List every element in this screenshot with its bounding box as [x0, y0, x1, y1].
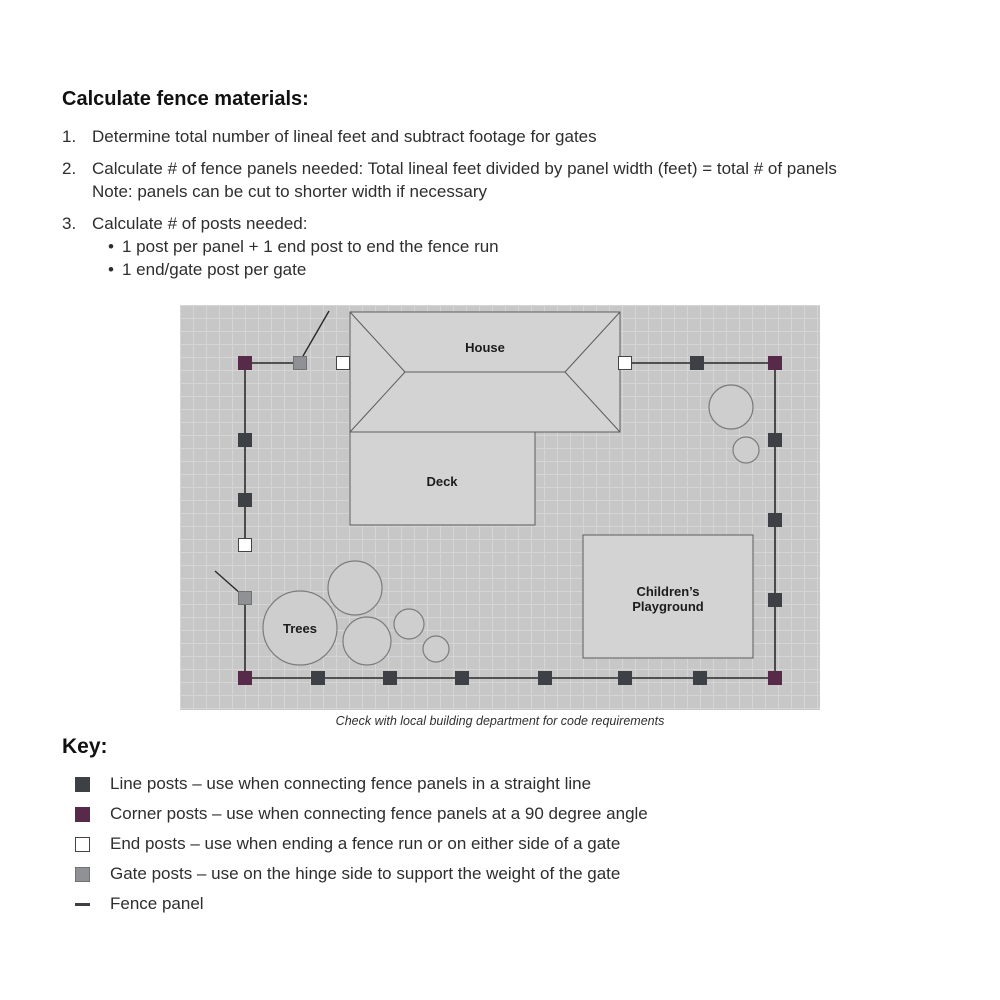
gate-swing-line — [302, 310, 330, 357]
step-number: 3. — [62, 214, 77, 233]
key-item: End posts – use when ending a fence run … — [62, 829, 950, 859]
tree-circle — [327, 560, 383, 616]
gate-post — [293, 356, 307, 370]
corner-post — [238, 356, 252, 370]
tree-circle — [708, 384, 754, 430]
gate-post — [238, 591, 252, 605]
line-post — [238, 493, 252, 507]
line-post — [768, 513, 782, 527]
steps-list: 1. Determine total number of lineal feet … — [62, 125, 950, 281]
key-item-label: Line posts – use when connecting fence p… — [110, 774, 592, 793]
end-post-swatch — [75, 836, 90, 852]
line-post — [618, 671, 632, 685]
step-number: 2. — [62, 159, 77, 178]
key-item-label: Gate posts – use on the hinge side to su… — [110, 864, 621, 883]
end-post — [618, 356, 632, 370]
step-text: Calculate # of posts needed: — [92, 214, 308, 233]
step-text: Calculate # of fence panels needed: Tota… — [92, 159, 837, 178]
playground-label-line1: Children’s — [636, 584, 699, 599]
line-post-swatch — [75, 776, 90, 792]
line-post — [693, 671, 707, 685]
deck-shape: Deck — [349, 431, 536, 526]
tree-circle — [732, 436, 760, 464]
step-item: 1. Determine total number of lineal feet … — [62, 125, 950, 148]
tree-circle — [393, 608, 425, 640]
line-post — [238, 433, 252, 447]
deck-label: Deck — [426, 474, 458, 489]
step-body: Calculate # of fence panels needed: Tota… — [92, 157, 950, 203]
line-post — [455, 671, 469, 685]
site-plan-diagram: House Deck Children’s Playground Trees — [180, 305, 820, 710]
bullet-item: 1 post per panel + 1 end post to end the… — [92, 235, 950, 258]
step-item: 3. Calculate # of posts needed: 1 post per… — [62, 212, 950, 281]
gate-swing-line — [214, 570, 242, 595]
panel-post-swatch — [75, 902, 90, 906]
step-item: 2. Calculate # of fence panels needed: To… — [62, 157, 950, 203]
line-post — [383, 671, 397, 685]
gate-post-swatch — [75, 866, 90, 882]
posts-layer — [238, 356, 782, 685]
key-title: Key: — [62, 735, 108, 758]
line-post — [538, 671, 552, 685]
corner-post-swatch — [75, 806, 90, 822]
tree-circle — [342, 616, 392, 666]
tree-circle — [422, 635, 450, 663]
step-body: Calculate # of posts needed: 1 post per p… — [92, 212, 950, 281]
corner-post — [768, 671, 782, 685]
key-item: Gate posts – use on the hinge side to su… — [62, 859, 950, 889]
corner-post — [238, 671, 252, 685]
line-post — [768, 433, 782, 447]
key-item-label: End posts – use when ending a fence run … — [110, 834, 621, 853]
step-note: Note: panels can be cut to shorter width… — [92, 182, 487, 201]
house-shape: House — [349, 311, 621, 433]
page-title: Calculate fence materials: — [62, 88, 309, 110]
trees-label: Trees — [283, 621, 317, 636]
diagram-caption: Check with local building department for… — [335, 714, 665, 728]
line-post — [768, 593, 782, 607]
step-text: Determine total number of lineal feet an… — [92, 127, 597, 146]
instructions-section: Calculate fence materials: 1. Determine t… — [62, 88, 950, 290]
tree-circle — [262, 590, 338, 666]
key-item: Fence panel — [62, 889, 950, 919]
key-section: Key: Line posts – use when connecting fe… — [62, 735, 950, 919]
playground-label-line2: Playground — [632, 599, 704, 614]
house-label: House — [465, 340, 505, 355]
site-plan-svg: House Deck Children’s Playground Trees — [214, 310, 782, 685]
end-post — [336, 356, 350, 370]
bullet-item: 1 end/gate post per gate — [92, 258, 950, 281]
end-post — [238, 538, 252, 552]
key-item: Line posts – use when connecting fence p… — [62, 769, 950, 799]
key-item-label: Corner posts – use when connecting fence… — [110, 804, 648, 823]
playground-shape: Children’s Playground — [582, 534, 754, 659]
key-item: Corner posts – use when connecting fence… — [62, 799, 950, 829]
step-body: Determine total number of lineal feet an… — [92, 125, 950, 148]
trees-group — [262, 384, 760, 666]
line-post — [690, 356, 704, 370]
key-item-label: Fence panel — [110, 894, 204, 913]
line-post — [311, 671, 325, 685]
corner-post — [768, 356, 782, 370]
key-list: Line posts – use when connecting fence p… — [62, 769, 950, 919]
step-number: 1. — [62, 127, 77, 146]
